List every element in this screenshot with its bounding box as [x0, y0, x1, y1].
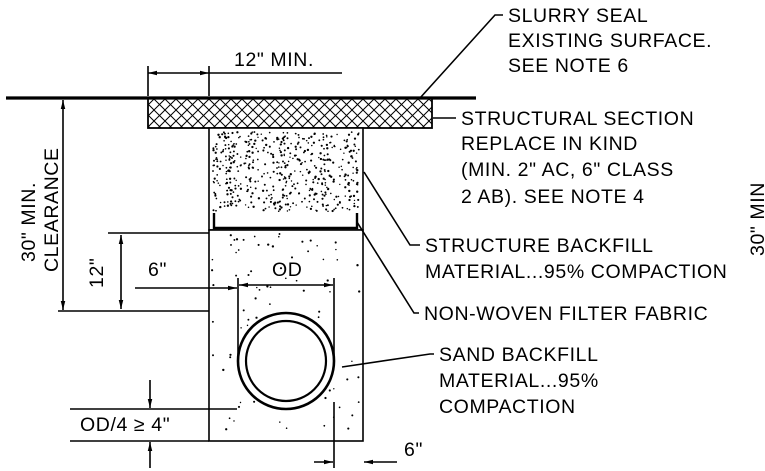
- structure-backfill-stipple: [212, 131, 360, 213]
- note-structural-line-4: 2 AB). SEE NOTE 4: [461, 186, 645, 208]
- sand-backfill-stipple: [211, 233, 361, 431]
- note-slurry-line-2: EXISTING SURFACE.: [508, 30, 712, 52]
- clipped-edge-text: 30" MIN: [747, 182, 765, 256]
- note-backfill-line-1: STRUCTURE BACKFILL: [425, 235, 654, 257]
- dim-od4-label: OD/4 ≥ 4": [80, 414, 170, 436]
- note-structural-line-2: REPLACE IN KIND: [461, 133, 638, 155]
- leader-slurry-seal: [419, 14, 503, 99]
- note-backfill-line-2: MATERIAL...95% COMPACTION: [425, 261, 728, 283]
- dim-od-label: OD: [272, 259, 302, 281]
- dim-6-left-label: 6": [148, 259, 167, 281]
- note-structural-line-3: (MIN. 2" AC, 6" CLASS: [461, 159, 674, 181]
- filter-fabric-line: [212, 213, 359, 230]
- note-fabric-line-1: NON-WOVEN FILTER FABRIC: [424, 303, 708, 325]
- dim-12-min-label: 12" MIN.: [234, 49, 314, 71]
- dim-clearance-label-2: CLEARANCE: [41, 147, 63, 272]
- note-sand-line-3: COMPACTION: [439, 396, 576, 418]
- structural-section-hatch: [147, 97, 433, 129]
- note-slurry-line-1: SLURRY SEAL: [508, 5, 648, 27]
- leader-structure-backfill: [363, 171, 420, 246]
- dim-12-vert-label: 12": [86, 258, 108, 288]
- note-structural-line-1: STRUCTURAL SECTION: [461, 108, 694, 130]
- note-slurry-line-3: SEE NOTE 6: [508, 55, 629, 77]
- note-sand-line-1: SAND BACKFILL: [439, 344, 599, 366]
- dim-clearance-label-1: 30" MIN.: [18, 182, 40, 262]
- pipe-inner-wall: [244, 319, 328, 403]
- leader-filter-fabric: [356, 221, 419, 314]
- dim-6-bottom-label: 6": [404, 439, 423, 461]
- note-sand-line-2: MATERIAL...95%: [439, 370, 599, 392]
- leader-sand-backfill: [341, 353, 434, 368]
